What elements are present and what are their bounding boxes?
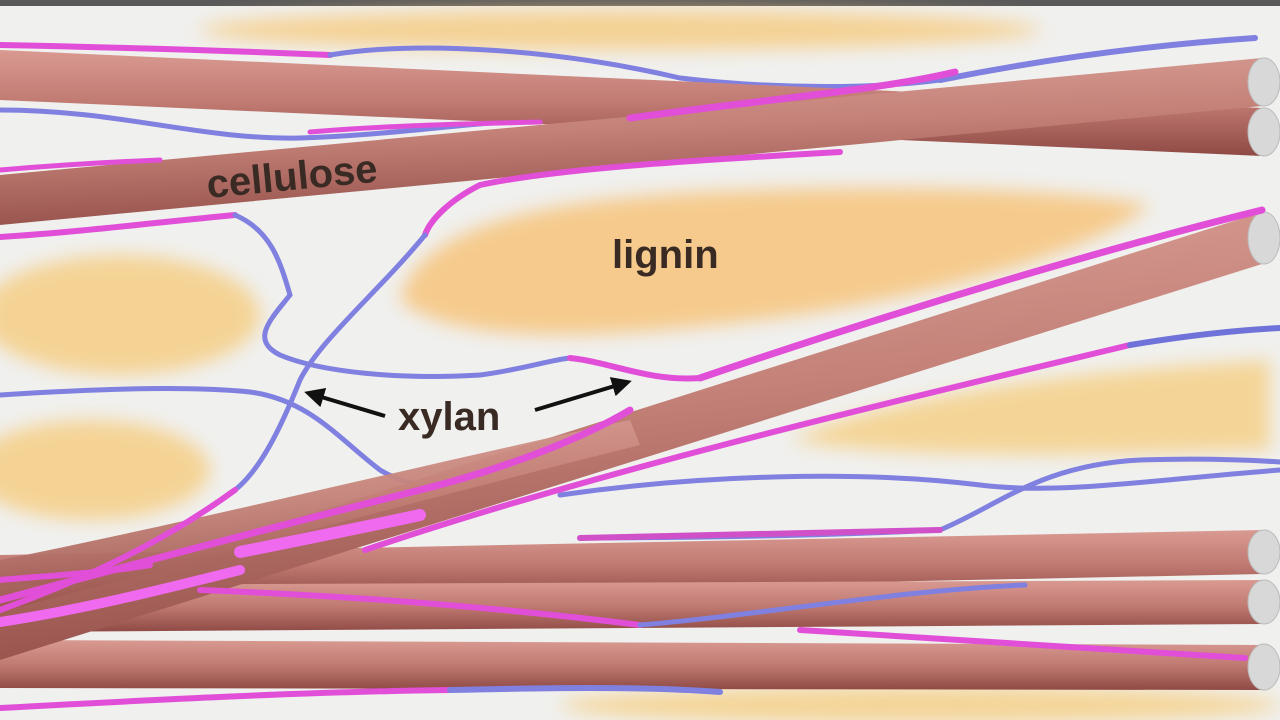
cellulose-fiber-end	[1247, 57, 1280, 107]
xylan-label: xylan	[398, 395, 500, 439]
cellulose-fiber	[0, 530, 1262, 600]
xylan-strand	[0, 42, 333, 58]
xylan-strand	[197, 587, 643, 628]
xylan-strand	[362, 342, 1133, 553]
xylan-strand	[696, 206, 1266, 382]
lignin-blob	[560, 687, 1280, 720]
cellulose-fibers-top	[0, 50, 1280, 225]
xylan-strands-front	[0, 206, 1280, 711]
lignin-blob	[200, 10, 1040, 50]
cellulose-fiber-cellulose-label	[0, 58, 1262, 225]
xylan-strand	[567, 355, 703, 382]
xylan-strand	[0, 487, 238, 613]
lignin-blob	[0, 255, 260, 375]
cellulose-fiber-end	[1247, 529, 1280, 575]
xylan-strand	[797, 627, 1248, 661]
cellulose-fiber	[0, 640, 1262, 690]
lignin-label: lignin	[612, 233, 719, 277]
xylan-arrow-left	[304, 387, 386, 418]
xylan-strand	[577, 456, 1280, 541]
xylan-strand	[422, 149, 843, 238]
cellulose-fiber-end	[1247, 643, 1280, 691]
xylan-strand	[637, 582, 1028, 628]
xylan-strand	[0, 212, 238, 240]
lignin-matrix	[0, 10, 1280, 720]
xylan-strand	[234, 509, 426, 558]
lignin-blob-main	[400, 188, 1150, 335]
xylan-strand	[0, 157, 163, 173]
xylan-strands-top	[0, 68, 959, 493]
xylan-strand	[447, 685, 723, 695]
lignin-blob	[0, 420, 210, 520]
lignin-blob	[790, 360, 1270, 455]
xylan-strand	[937, 35, 1258, 83]
xylan-strand	[232, 212, 573, 379]
cellulose-fiber-end	[1247, 107, 1280, 157]
xylan-strand	[0, 565, 245, 627]
cellulose-fiber-end	[1247, 579, 1280, 625]
xylan-strand	[577, 527, 943, 541]
xylan-strand	[0, 687, 453, 711]
top-border	[0, 0, 1280, 6]
cellulose-fiber-end	[1247, 211, 1280, 265]
xylan-strand	[0, 562, 153, 583]
xylan-strand	[307, 119, 543, 135]
xylan-strand	[626, 68, 959, 122]
xylan-arrows	[304, 377, 632, 418]
xylan-arrow-right	[534, 377, 632, 412]
xylan-strand	[557, 467, 1280, 498]
xylan-strand	[232, 232, 428, 493]
xylan-strand	[1127, 325, 1280, 348]
